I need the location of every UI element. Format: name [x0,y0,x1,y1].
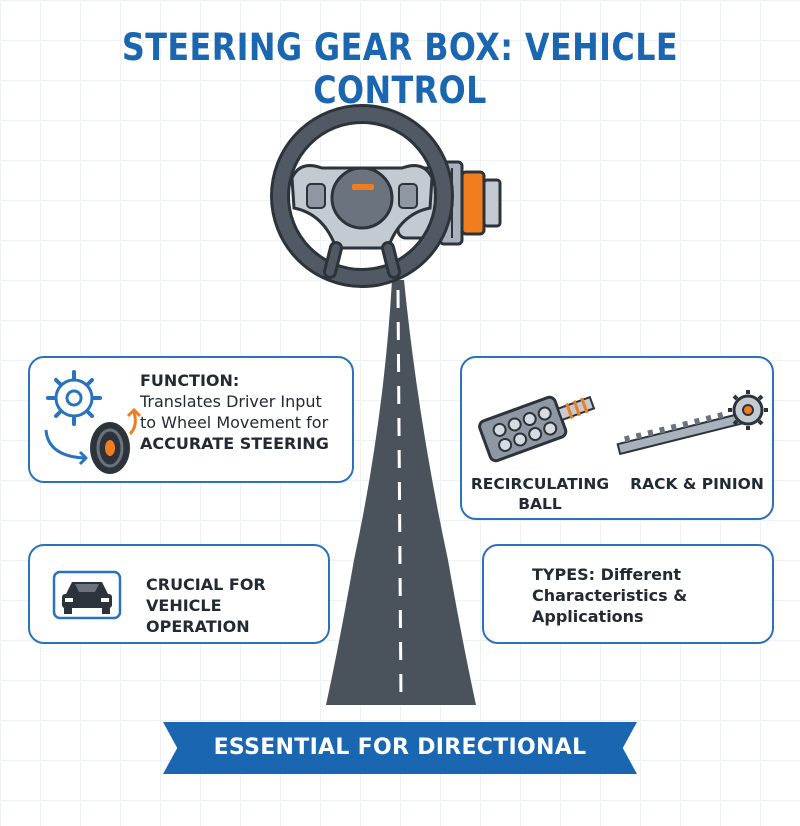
function-line-2: to Wheel Movement for [140,413,329,432]
operation-line-1: CRUCIAL FOR VEHICLE [146,575,266,615]
types-text: TYPES: Different Characteristics & Appli… [532,564,687,627]
types-card: TYPES: Different Characteristics & Appli… [482,544,774,644]
tire-icon [90,422,130,474]
car-icon [52,570,122,620]
function-card: FUNCTION: Translates Driver Input to Whe… [28,356,354,483]
rack-and-pinion-label: RACK & PINION [630,475,764,493]
function-icons [44,370,142,474]
ribbon-text: ESSENTIAL FOR DIRECTIONAL CONTROL [213,735,587,812]
recirculating-ball-label: RECIRCULATING BALL [470,474,610,514]
illustration [270,104,502,705]
bottom-ribbon: ESSENTIAL FOR DIRECTIONAL CONTROL [163,722,637,774]
rotation-arrow-icon [44,407,142,466]
recirculating-ball-line-2: BALL [518,495,562,513]
gear-types-card: RECIRCULATING BALL RACK & PINION [460,356,774,520]
types-line-3: Applications [532,607,644,626]
function-line-3: ACCURATE STEERING [140,434,329,453]
operation-line-2: OPERATION [146,617,250,636]
types-line-2: Characteristics & [532,586,688,605]
road [326,280,476,705]
recirculating-ball-gearbox-icon [478,395,596,463]
page-title: STEERING GEAR BOX: VEHICLE CONTROL [121,26,679,112]
function-heading: FUNCTION: [140,371,240,390]
recirculating-ball-line-1: RECIRCULATING [470,475,610,493]
steering-wheel-icon [270,104,454,288]
operation-text: CRUCIAL FOR VEHICLE OPERATION [146,574,328,637]
function-text: FUNCTION: Translates Driver Input to Whe… [140,370,329,454]
types-line-1: TYPES: Different [532,565,682,584]
function-line-1: Translates Driver Input [140,392,322,411]
gear-icon [46,370,102,426]
operation-card: CRUCIAL FOR VEHICLE OPERATION [28,544,330,644]
rack-and-pinion-icon [616,390,768,456]
